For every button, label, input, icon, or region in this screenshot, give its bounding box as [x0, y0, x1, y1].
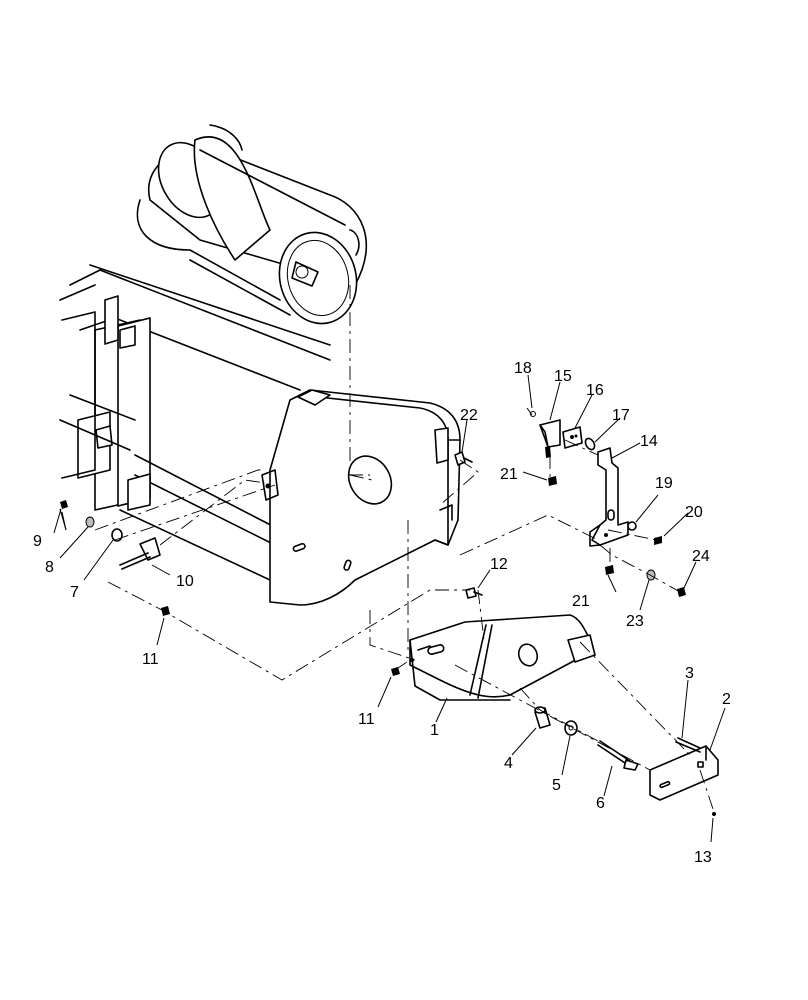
assembly-centerlines: [94, 285, 715, 813]
lower-bracket: [409, 614, 596, 701]
callout-12: 12: [490, 556, 508, 573]
callout-14: 14: [640, 433, 658, 450]
callout-16: 16: [586, 382, 604, 399]
callout-8: 8: [45, 559, 54, 576]
callout-21-lower: 21: [572, 593, 590, 610]
callout-2: 2: [722, 691, 731, 708]
callout-10: 10: [176, 573, 194, 590]
callout-20: 20: [685, 504, 703, 521]
callout-11-bracket: 11: [358, 711, 375, 728]
callout-3: 3: [685, 665, 694, 682]
callout-7: 7: [70, 584, 79, 601]
callout-1: 1: [430, 722, 439, 739]
callout-4: 4: [504, 755, 513, 772]
side-panel: [261, 389, 461, 606]
callout-13: 13: [694, 849, 712, 866]
leader-lines: [53, 374, 726, 843]
callout-23: 23: [626, 613, 644, 630]
callout-24: 24: [692, 548, 710, 565]
callout-11-left: 11: [142, 651, 159, 668]
lower-right-parts: [534, 706, 719, 816]
callout-17: 17: [612, 407, 630, 424]
callout-6: 6: [596, 795, 605, 812]
callout-labels: 1 2 3 4 5 6 7 8 9 10 11 11 12 13 14 15 1…: [33, 360, 731, 866]
callout-9: 9: [33, 533, 42, 550]
callout-18: 18: [514, 360, 532, 377]
callout-22: 22: [460, 407, 478, 424]
callout-15: 15: [554, 368, 572, 385]
callout-19: 19: [655, 475, 673, 492]
fasteners: [60, 451, 686, 676]
upper-small-parts: [526, 407, 662, 547]
auger-drum: [136, 124, 368, 325]
header-frame: [59, 264, 331, 581]
callout-21-upper: 21: [500, 466, 518, 483]
callout-5: 5: [552, 777, 561, 794]
